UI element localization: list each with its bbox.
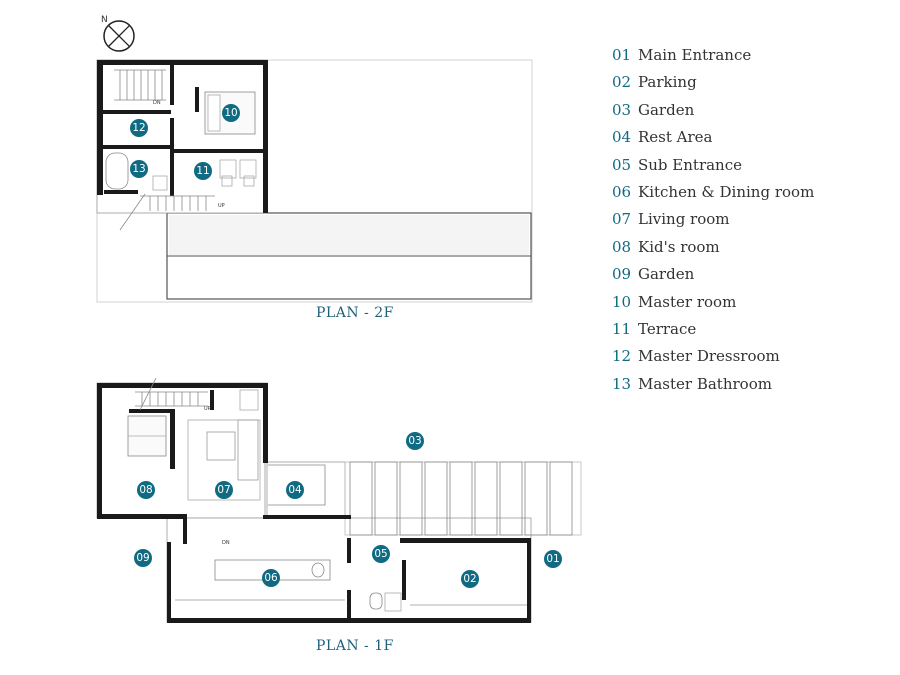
svg-text:08: 08: [139, 484, 152, 496]
legend-item: 05 Sub Entrance: [612, 154, 814, 181]
north-arrow-icon: N: [101, 15, 135, 52]
legend-label: Garden: [638, 265, 695, 284]
legend-item: 10 Master room: [612, 291, 814, 318]
svg-text:09: 09: [136, 552, 149, 564]
room-marker-05: 05: [372, 545, 390, 563]
room-marker-08: 08: [137, 481, 155, 499]
svg-text:05: 05: [374, 548, 387, 560]
legend-number: 01: [612, 46, 632, 64]
svg-text:01: 01: [546, 553, 559, 565]
legend-item: 11 Terrace: [612, 318, 814, 345]
legend-item: 12 Master Dressroom: [612, 345, 814, 372]
room-marker-02: 02: [461, 570, 479, 588]
legend-number: 12: [612, 347, 632, 366]
svg-text:12: 12: [132, 122, 145, 134]
room-marker-12: 12: [130, 119, 148, 137]
legend-item: 09 Garden: [612, 263, 814, 290]
legend-label: Garden: [638, 100, 695, 119]
legend-label: Master room: [638, 292, 737, 311]
room-marker-10: 10: [222, 104, 240, 122]
svg-text:13: 13: [132, 163, 145, 175]
legend-item: 04 Rest Area: [612, 126, 814, 153]
north-label: N: [101, 15, 108, 25]
legend-label: Master Dressroom: [638, 347, 780, 366]
svg-text:11: 11: [196, 165, 209, 177]
legend-item: 13 Master Bathroom: [612, 373, 814, 400]
plan-1f-room-markers: 03 08 07 04 09 05 06 02 01: [134, 432, 562, 588]
room-marker-11: 11: [194, 162, 212, 180]
legend-label: Master Bathroom: [638, 374, 772, 393]
plan-2f-up-label: UP: [218, 203, 225, 209]
plan-1f-caption: PLAN - 1F: [316, 638, 394, 654]
plan-1f-up-label: UP: [204, 406, 211, 412]
legend-label: Sub Entrance: [638, 155, 742, 174]
legend-number: 10: [612, 292, 632, 311]
room-marker-01: 01: [544, 550, 562, 568]
legend-number: 05: [612, 155, 632, 174]
legend-label: Rest Area: [638, 128, 713, 147]
plan-1f-dn-label: DN: [222, 540, 230, 546]
legend-number: 04: [612, 128, 632, 147]
plan-2f-caption: PLAN - 2F: [316, 305, 394, 321]
legend-label: Kitchen & Dining room: [638, 182, 815, 201]
legend-item: 01 Main Entrance: [612, 44, 814, 71]
legend-item: 08 Kid's room: [612, 236, 814, 263]
svg-text:07: 07: [217, 484, 230, 496]
legend-label: Parking: [638, 73, 697, 92]
room-marker-07: 07: [215, 481, 233, 499]
legend-item: 02 Parking: [612, 71, 814, 98]
plan-2f-room-markers: 10 12 13 11: [130, 104, 240, 180]
plan-2f-drawing: [96, 59, 533, 303]
room-marker-06: 06: [262, 569, 280, 587]
svg-text:03: 03: [408, 435, 421, 447]
legend-number: 11: [612, 319, 632, 338]
legend-item: 03 Garden: [612, 99, 814, 126]
legend-label: Main Entrance: [638, 46, 752, 64]
legend-number: 08: [612, 237, 632, 256]
legend-number: 03: [612, 100, 632, 119]
room-marker-09: 09: [134, 549, 152, 567]
svg-text:06: 06: [264, 572, 278, 584]
plan-2f-dn-label: DN: [153, 100, 161, 106]
legend-number: 02: [612, 73, 632, 92]
room-marker-03: 03: [406, 432, 424, 450]
svg-text:10: 10: [224, 107, 237, 119]
legend-item: 07 Living room: [612, 208, 814, 235]
svg-text:02: 02: [463, 573, 476, 585]
legend-number: 13: [612, 374, 632, 393]
legend-label: Terrace: [638, 319, 697, 338]
legend-number: 06: [612, 182, 632, 201]
legend-number: 09: [612, 265, 632, 284]
legend-label: Kid's room: [638, 237, 720, 256]
plan-1f-drawing: [96, 377, 582, 623]
room-marker-13: 13: [130, 160, 148, 178]
legend-label: Living room: [638, 210, 730, 229]
svg-text:04: 04: [288, 484, 302, 496]
legend-item: 06 Kitchen & Dining room: [612, 181, 814, 208]
legend-number: 07: [612, 210, 632, 229]
room-marker-04: 04: [286, 481, 304, 499]
